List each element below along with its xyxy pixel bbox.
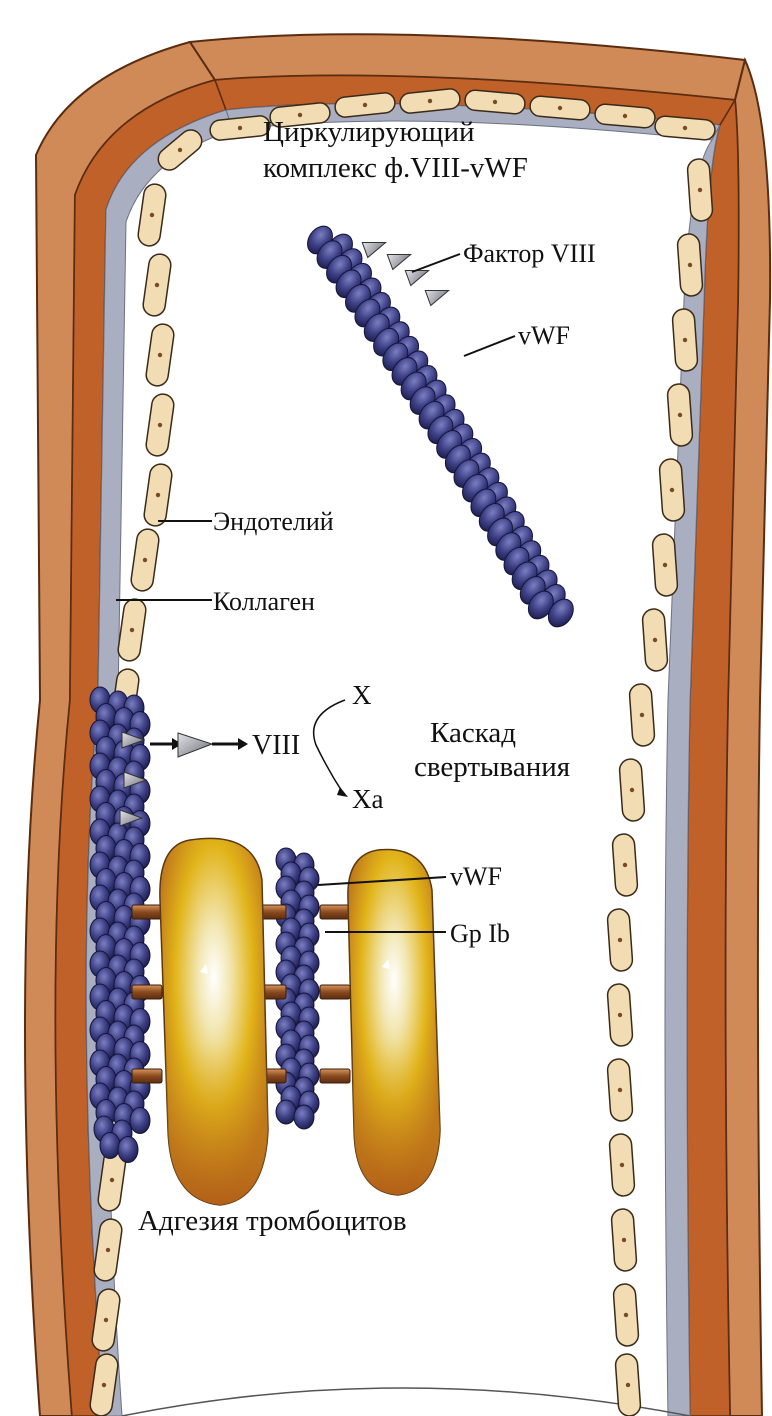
gpib-rod <box>132 905 162 919</box>
endothelial-cell <box>615 1353 641 1416</box>
gpib-rod <box>320 905 350 919</box>
factor-viii-spike <box>362 235 388 258</box>
label-vwf-bottom: vWF <box>450 862 502 891</box>
endothelial-cell <box>529 95 591 120</box>
gpib-rod <box>320 985 350 999</box>
endothelial-cell <box>609 1133 635 1196</box>
endothelial-cell <box>142 253 172 317</box>
endothelial-cell <box>659 458 685 521</box>
vwf-bead <box>100 1133 120 1159</box>
endothelial-cell <box>619 758 645 821</box>
free-factor-viii <box>178 733 212 757</box>
circulating-vwf-complex <box>302 221 578 631</box>
endothelial-cell <box>672 308 698 371</box>
label-cascade-line2: свертывания <box>414 751 570 783</box>
gpib-rod <box>320 1069 350 1083</box>
label-endothelium: Эндотелий <box>213 507 334 536</box>
endothelial-cell <box>607 983 633 1046</box>
label-vwf-top: vWF <box>518 321 570 350</box>
gpib-rod <box>132 1069 162 1083</box>
endothelial-cell <box>607 908 633 971</box>
gpib-rod <box>132 985 162 999</box>
endothelial-cell <box>464 89 526 114</box>
endothelial-cell <box>145 323 175 387</box>
label-circulating-complex-line2: комплекс ф.VIII-vWF <box>263 152 528 184</box>
endothelial-cell <box>613 1283 639 1346</box>
endothelial-cell <box>143 463 173 527</box>
endothelial-cell <box>677 233 703 296</box>
endothelial-cell <box>642 608 668 671</box>
endothelial-cell <box>667 383 693 446</box>
label-viii: VIII <box>252 730 300 761</box>
leader-lines <box>116 254 515 932</box>
label-gpib: Gp Ib <box>450 919 510 948</box>
label-xa: Xa <box>352 784 383 814</box>
label-platelet-adhesion: Адгезия тромбоцитов <box>138 1205 407 1237</box>
endothelial-cell <box>611 1208 637 1271</box>
cascade-arrows <box>150 700 348 797</box>
endothelial-cell <box>652 533 678 596</box>
endothelial-cell <box>117 598 147 662</box>
vwf-bead <box>276 1100 296 1124</box>
vwf-bead <box>294 1105 314 1129</box>
label-cascade-line1: Каскад <box>430 717 516 749</box>
label-x: X <box>352 680 372 710</box>
endothelial-cell <box>654 115 716 140</box>
vwf-bead <box>118 1137 138 1163</box>
vwf-bead <box>130 1108 150 1134</box>
endothelial-cell <box>594 103 656 128</box>
label-collagen: Коллаген <box>213 587 315 616</box>
platelet-left <box>160 838 268 1205</box>
platelet-right <box>348 850 440 1196</box>
endothelial-cell <box>612 833 638 896</box>
endothelial-cell <box>607 1058 633 1121</box>
label-circulating-complex-line1: Циркулирующий <box>263 116 475 148</box>
wall-bound-vwf <box>90 687 150 1163</box>
endothelial-cell <box>145 393 175 457</box>
factor-viii-spike <box>425 283 451 306</box>
endothelial-cell <box>687 158 713 221</box>
lumen-bottom-edge <box>122 1388 690 1416</box>
label-factor-viii: Фактор VIII <box>463 239 596 268</box>
endothelial-cell <box>629 683 655 746</box>
endothelial-cell <box>137 183 167 247</box>
endothelial-cell <box>130 528 160 592</box>
factor-viii-spike <box>387 247 413 270</box>
